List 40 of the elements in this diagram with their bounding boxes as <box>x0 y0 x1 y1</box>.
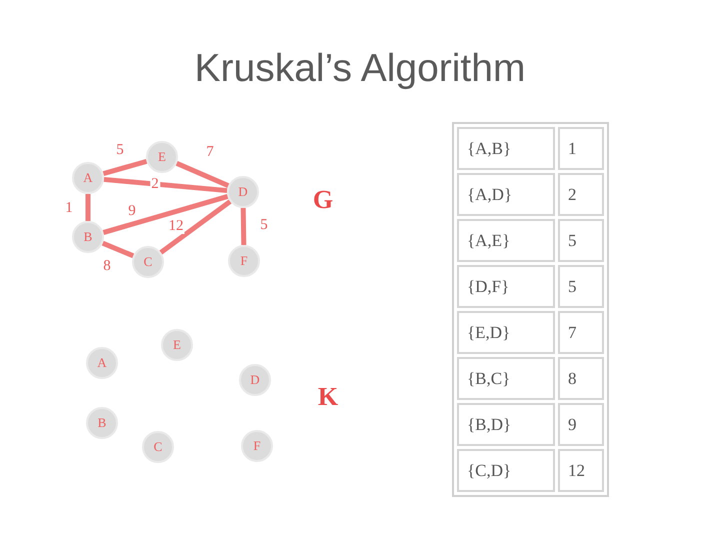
graph-vertex: C <box>142 431 174 463</box>
graph-name-label: G <box>312 186 334 214</box>
graph-edge <box>176 161 230 188</box>
graph-edge <box>102 194 228 235</box>
weight-cell: 5 <box>558 265 604 308</box>
graph-vertex: B <box>86 407 118 439</box>
graph-vertex: F <box>241 430 273 462</box>
edge-pair-cell: {A,E} <box>457 219 555 262</box>
graph-edge <box>86 194 90 221</box>
graph-vertex: E <box>146 141 178 173</box>
graph-vertex: D <box>239 364 271 396</box>
graph-edge <box>102 158 148 176</box>
graph-edge <box>240 208 246 246</box>
weight-cell: 12 <box>558 449 604 492</box>
graph-vertex: A <box>72 162 104 194</box>
graph-name-label: K <box>318 383 338 411</box>
weight-cell: 1 <box>558 127 604 170</box>
weight-cell: 9 <box>558 403 604 446</box>
graph-vertex: F <box>228 245 260 277</box>
edge-pair-cell: {A,D} <box>457 173 555 216</box>
edge-pair-cell: {E,D} <box>457 311 555 354</box>
graph-vertex: B <box>72 221 104 253</box>
weight-cell: 2 <box>558 173 604 216</box>
graph-vertex: D <box>227 176 259 208</box>
weight-cell: 8 <box>558 357 604 400</box>
slide-title: Kruskal’s Algorithm <box>194 46 526 92</box>
edge-pair-cell: {D,F} <box>457 265 555 308</box>
graph-vertex: A <box>86 347 118 379</box>
edge-pair-cell: {B,D} <box>457 403 555 446</box>
graph-edge <box>102 240 134 258</box>
graph-vertex: C <box>132 246 164 278</box>
edge-pair-cell: {C,D} <box>457 449 555 492</box>
edge-pair-cell: {A,B} <box>457 127 555 170</box>
graph-edge <box>104 176 228 194</box>
weight-cell: 5 <box>558 219 604 262</box>
graph-vertex: E <box>161 329 193 361</box>
edge-pair-cell: {B,C} <box>457 357 555 400</box>
edge-weight-label: 12 <box>168 218 184 234</box>
graph-edge <box>159 199 232 255</box>
weight-cell: 7 <box>558 311 604 354</box>
